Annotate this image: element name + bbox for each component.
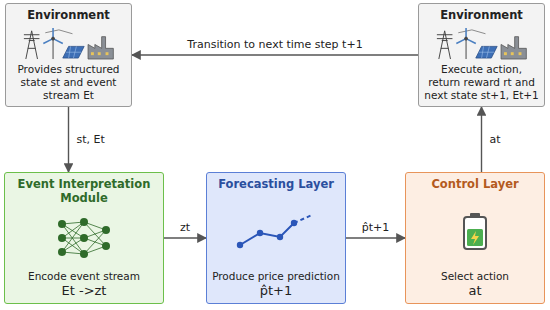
text-group: Select actionat: [411, 270, 539, 299]
arrow-connector: [164, 237, 206, 238]
edge-label: at: [488, 133, 503, 146]
text-group: Encode event streamEt ->zt: [10, 270, 158, 299]
box-title: Environment: [424, 8, 539, 22]
text-group: Forecasting Layer: [212, 177, 340, 191]
math-symbol: p̂t+1: [212, 283, 340, 299]
layer-box: Forecasting LayerProduce price predictio…: [206, 172, 346, 304]
edge-label: zt: [178, 221, 192, 234]
arrow-connector: [68, 107, 69, 172]
text-group: Provides structured state st and event s…: [11, 63, 126, 102]
box-description: Select action: [411, 270, 539, 283]
neural-network-icon: [54, 216, 114, 260]
box-description: Execute action, return reward rt and nex…: [424, 63, 539, 102]
box-description: Encode event stream: [10, 270, 158, 283]
text-group: Environment: [424, 8, 539, 22]
box-title: Event Interpretation Module: [10, 177, 158, 205]
arrow-connector: [481, 107, 482, 172]
box-title: Forecasting Layer: [212, 177, 340, 191]
text-group: Execute action, return reward rt and nex…: [424, 63, 539, 102]
text-group: Produce price predictionp̂t+1: [212, 270, 340, 299]
box-title: Control Layer: [411, 177, 539, 191]
battery-icon: [460, 211, 490, 251]
line-chart-icon: [236, 211, 316, 251]
math-symbol: at: [411, 283, 539, 299]
arrow-connector: [346, 237, 405, 238]
energy-illustration: [20, 25, 117, 60]
edge-label: Transition to next time step t+1: [185, 38, 364, 51]
math-symbol: Et ->zt: [10, 283, 158, 299]
edge-label: p̂t+1: [360, 221, 392, 234]
box-description: Produce price prediction: [212, 270, 340, 283]
text-group: Control Layer: [411, 177, 539, 191]
box-title: Environment: [11, 8, 126, 22]
text-group: Environment: [11, 8, 126, 22]
arrow-connector: [132, 54, 418, 55]
energy-illustration: [433, 25, 530, 60]
box-description: Provides structured state st and event s…: [11, 63, 126, 102]
text-group: Event Interpretation Module: [10, 177, 158, 205]
edge-label: st, Et: [75, 133, 107, 146]
